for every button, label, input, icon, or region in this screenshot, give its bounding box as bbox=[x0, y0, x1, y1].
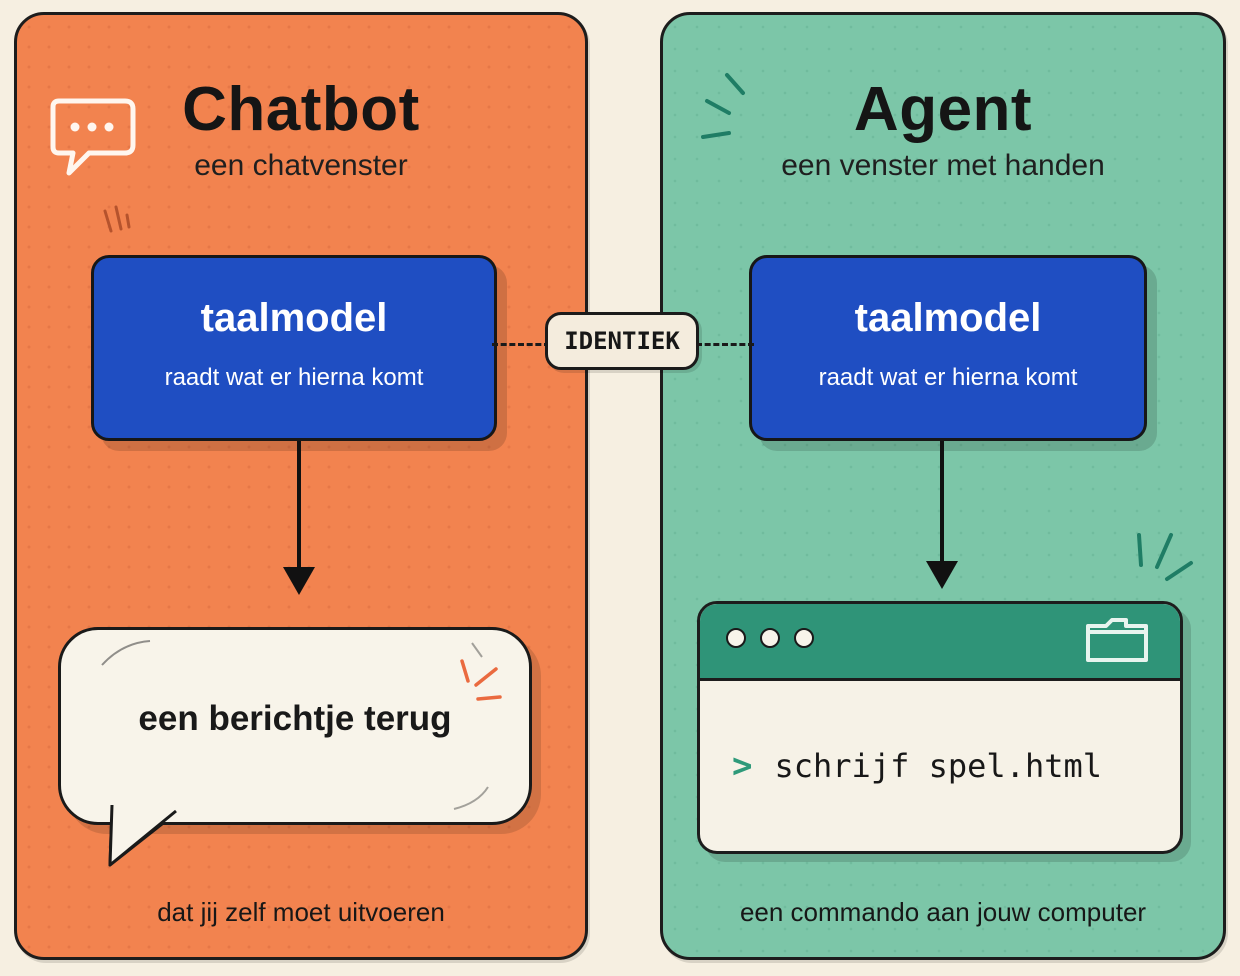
terminal-command-text: schrijf spel.html bbox=[774, 747, 1102, 785]
chatbot-down-arrow bbox=[279, 441, 319, 607]
chat-bubble-icon bbox=[45, 97, 139, 183]
window-control-dot bbox=[726, 628, 746, 648]
agent-caption: een commando aan jouw computer bbox=[739, 897, 1147, 927]
agent-terminal-window: > schrijf spel.html bbox=[697, 601, 1183, 854]
identity-connector-left bbox=[492, 343, 550, 346]
chat-sparkle-icon bbox=[99, 203, 133, 239]
identity-connector-right bbox=[696, 343, 754, 346]
agent-model-title: taalmodel bbox=[854, 296, 1042, 340]
chatbot-caption: dat jij zelf moet uitvoeren bbox=[157, 897, 445, 927]
terminal-title-bar bbox=[700, 604, 1180, 681]
agent-language-model-box: taalmodel raadt wat er hierna komt bbox=[749, 255, 1147, 441]
terminal-sparkle-icon bbox=[1131, 527, 1201, 605]
chat-response-bubble: een berichtje terug bbox=[58, 627, 532, 877]
chat-response-bubble-body bbox=[58, 627, 532, 825]
agent-subtitle: een venster met handen bbox=[781, 149, 1105, 182]
response-sparkle-icon bbox=[456, 657, 504, 711]
window-control-dot bbox=[794, 628, 814, 648]
chatbot-model-title: taalmodel bbox=[200, 296, 388, 340]
agent-down-arrow bbox=[922, 441, 962, 601]
chatbot-language-model-box: taalmodel raadt wat er hierna komt bbox=[91, 255, 497, 441]
window-control-dot bbox=[760, 628, 780, 648]
chat-response-text: een berichtje terug bbox=[138, 699, 452, 738]
chatbot-model-subtitle: raadt wat er hierna komt bbox=[164, 364, 424, 391]
identity-label: IDENTIEK bbox=[545, 312, 699, 370]
agent-title-sparkle-icon bbox=[701, 71, 765, 153]
folder-icon bbox=[1084, 618, 1150, 664]
chatbot-subtitle: een chatvenster bbox=[194, 149, 408, 182]
chatbot-title: Chatbot bbox=[182, 75, 420, 144]
terminal-prompt: > bbox=[732, 746, 753, 786]
agent-title: Agent bbox=[853, 75, 1033, 144]
agent-model-subtitle: raadt wat er hierna komt bbox=[818, 364, 1078, 391]
terminal-command-line: > schrijf spel.html bbox=[732, 746, 1102, 786]
